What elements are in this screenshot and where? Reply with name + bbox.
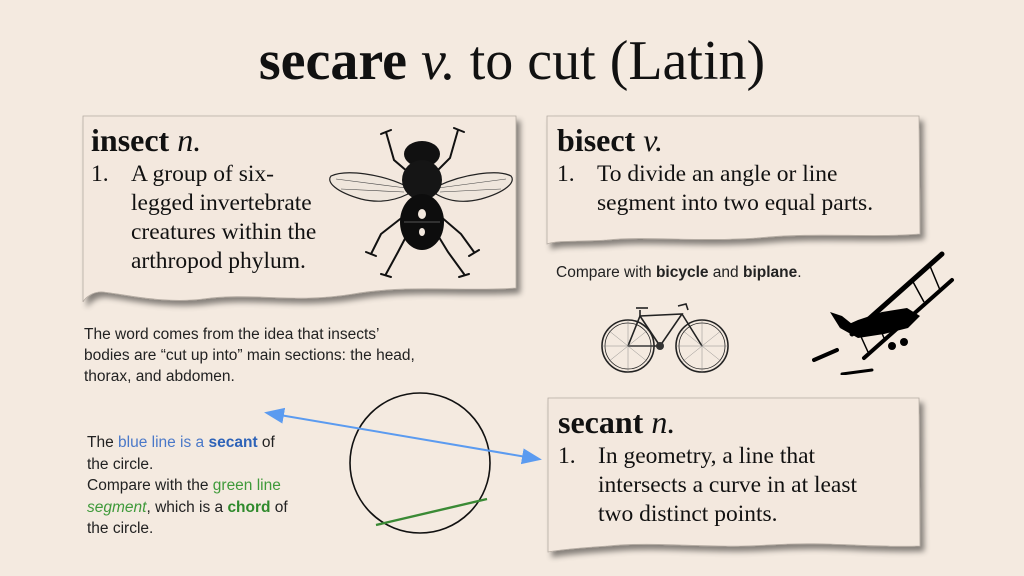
note-chord-bold: chord [227, 498, 271, 516]
bisect-definition-card: bisect v. 1. To divide an angle or line … [546, 115, 923, 246]
note-bold-bicycle: bicycle [655, 264, 709, 281]
insect-origin-note: The word comes from the idea that insect… [84, 324, 415, 387]
torn-paper-bg [546, 115, 921, 245]
torn-paper-bg [547, 397, 921, 553]
secant-pos: n. [651, 404, 676, 440]
note-line: bodies are “cut up into” main sections: … [84, 347, 415, 364]
note-text: the circle. [87, 520, 154, 537]
insect-definition-card: insect n. 1. A group of six- legged inve… [82, 115, 519, 306]
insect-def-line: A group of six- [131, 161, 274, 187]
note-line: The word comes from the idea that insect… [84, 326, 380, 343]
bisect-def-line: To divide an angle or line [597, 161, 838, 187]
title-pos: v. [421, 30, 456, 92]
secant-def-line: two distinct points. [598, 501, 778, 527]
title-rest: to cut (Latin) [469, 30, 766, 92]
insect-word: insect [91, 122, 170, 158]
note-text: The [87, 434, 119, 451]
secant-definition-card: secant n. 1. In geometry, a line that in… [547, 397, 924, 553]
secant-arrow-line [264, 407, 542, 465]
bisect-word: bisect [557, 122, 636, 158]
secant-word: secant [558, 404, 644, 440]
note-green-text: green line [212, 477, 281, 494]
title-word: secare [258, 30, 408, 92]
slide-title: secare v. to cut (Latin) [0, 28, 1024, 94]
insect-def-line: creatures within the [131, 219, 317, 245]
chord-line [375, 497, 488, 527]
note-text: and [708, 264, 743, 281]
bisect-def-line: segment into two equal parts. [597, 190, 874, 216]
note-secant-bold: secant [208, 434, 258, 451]
secant-def-num: 1. [558, 443, 576, 469]
insect-def-num: 1. [91, 161, 109, 187]
bicycle-icon [601, 303, 729, 373]
insect-pos: n. [177, 122, 202, 158]
note-text: . [797, 264, 802, 281]
insect-def-line: arthropod phylum. [131, 248, 306, 274]
note-green-italic: segment [87, 498, 147, 516]
secant-def-line: In geometry, a line that [598, 443, 816, 469]
note-text: the circle. [87, 455, 154, 473]
insect-def-line: legged invertebrate [131, 190, 312, 216]
secant-def-line: intersects a curve in at least [598, 472, 858, 498]
note-text: , which is a [146, 498, 228, 516]
note-text: of [270, 498, 288, 516]
biplane-icon [812, 251, 954, 375]
circle-shape [349, 392, 491, 534]
bisect-def-num: 1. [557, 161, 575, 187]
note-blue-text: blue line is a [118, 434, 209, 451]
secant-note: The blue line is a secant of the circle.… [87, 432, 288, 540]
note-line: thorax, and abdomen. [84, 368, 235, 385]
compare-bi-note: Compare with bicycle and biplane. [556, 262, 802, 283]
torn-paper-bg [82, 115, 517, 303]
fly-icon [329, 127, 513, 278]
note-text: Compare with [556, 264, 656, 281]
bisect-pos: v. [643, 122, 664, 158]
note-bold-biplane: biplane [742, 264, 798, 281]
note-text: Compare with the [87, 477, 213, 494]
